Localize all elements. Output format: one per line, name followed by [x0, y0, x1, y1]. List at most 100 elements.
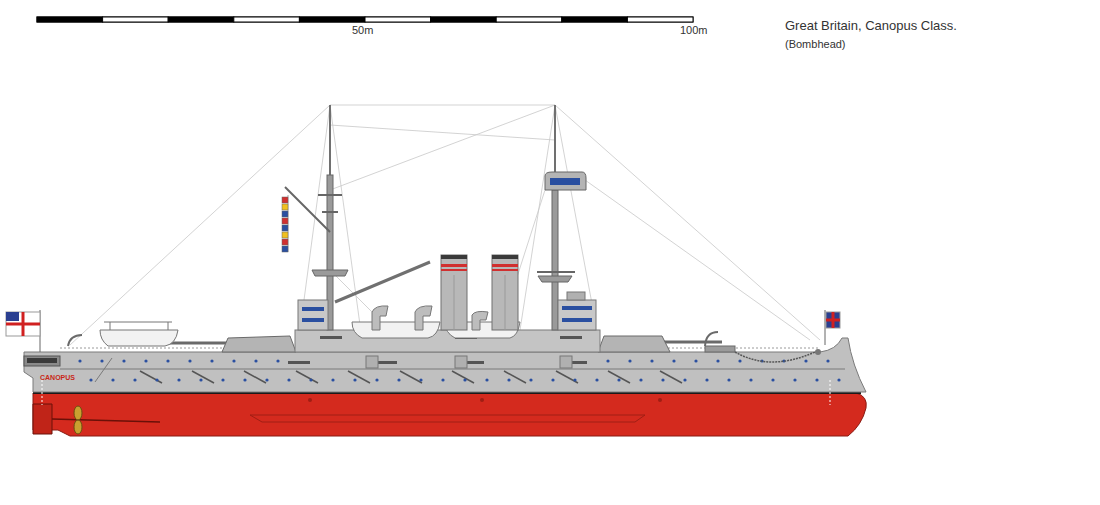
porthole: [133, 378, 136, 381]
porthole: [606, 359, 609, 362]
boat: [100, 330, 178, 346]
draft-mark: [830, 380, 831, 405]
casemate: [455, 356, 467, 368]
net-boom: [140, 371, 162, 383]
jack-cross: [832, 312, 835, 328]
bridge-windows: [562, 318, 592, 322]
ensign-cross: [22, 312, 25, 336]
net-boom: [192, 371, 214, 383]
ventilator: [415, 306, 432, 330]
porthole: [89, 378, 92, 381]
rigging-line: [555, 105, 595, 320]
porthole: [639, 378, 642, 381]
porthole: [573, 378, 576, 381]
scale-segment: [627, 17, 693, 22]
boat: [352, 322, 440, 338]
net-boom: [296, 371, 318, 383]
porthole: [485, 378, 488, 381]
scale-segment: [103, 17, 169, 22]
porthole: [463, 378, 466, 381]
union-jack: [826, 312, 840, 328]
signal-flag: [282, 239, 288, 245]
scale-segment: [496, 17, 562, 22]
signal-flag: [282, 246, 288, 252]
porthole: [628, 359, 631, 362]
scale-bar: [37, 17, 693, 22]
rigging-line: [330, 105, 555, 190]
signal-flag: [282, 232, 288, 238]
net-boom: [608, 371, 630, 383]
hull-line: [95, 358, 112, 382]
hawse-pipe: [815, 349, 821, 355]
hull-fitting: [480, 398, 484, 402]
scale-segment: [431, 17, 497, 22]
porthole: [78, 359, 81, 362]
ventilator: [472, 311, 488, 330]
porthole: [529, 378, 532, 381]
hull-fitting: [658, 398, 662, 402]
porthole: [155, 378, 158, 381]
porthole: [804, 359, 807, 362]
underwater-hull: [33, 393, 866, 436]
porthole: [826, 359, 829, 362]
scale-segment: [168, 17, 234, 22]
porthole: [595, 378, 598, 381]
porthole: [287, 378, 290, 381]
funnel: [441, 255, 467, 330]
porthole: [441, 378, 444, 381]
funnels: [441, 255, 518, 330]
stern-windows: [27, 358, 57, 363]
aft-bridge: [298, 300, 328, 330]
aft-turret: [222, 336, 296, 352]
funnel-pipe: [454, 275, 455, 330]
porthole: [837, 378, 840, 381]
ventilator: [372, 306, 388, 330]
bridge-windows: [302, 318, 324, 322]
capstan: [705, 346, 735, 352]
rudder: [33, 404, 52, 434]
porthole: [771, 378, 774, 381]
propeller: [74, 406, 82, 420]
strake-line: [60, 369, 845, 370]
porthole: [100, 359, 103, 362]
ventilator: [68, 335, 82, 346]
yard: [318, 194, 342, 196]
porthole: [551, 378, 554, 381]
signal-flag: [282, 211, 288, 217]
hull-fitting: [308, 398, 312, 402]
porthole: [353, 378, 356, 381]
porthole: [793, 378, 796, 381]
porthole: [419, 378, 422, 381]
builder-credit: (Bombhead): [785, 38, 846, 51]
porthole: [716, 359, 719, 362]
funnel: [492, 255, 518, 330]
bridge-windows: [562, 306, 592, 310]
fore-bridge: [558, 300, 596, 330]
porthole: [199, 378, 202, 381]
signal-flag: [282, 204, 288, 210]
porthole: [122, 359, 125, 362]
casemate-gun: [288, 361, 310, 364]
stern-walk: [24, 356, 60, 366]
net-boom: [244, 371, 266, 383]
porthole: [749, 378, 752, 381]
porthole: [397, 378, 400, 381]
gun-barrel: [165, 342, 228, 345]
fore-turret: [598, 336, 670, 352]
title-text: Great Britain, Canopus Class.: [785, 19, 957, 34]
porthole: [650, 359, 653, 362]
scale-segment: [37, 17, 103, 22]
rigging-line: [70, 105, 330, 345]
scale-frame: [37, 17, 693, 22]
draft-mark: [42, 380, 43, 405]
porthole: [166, 359, 169, 362]
funnel-band: [441, 264, 467, 267]
net-boom: [504, 371, 526, 383]
davit: [104, 322, 172, 323]
rigging-line: [520, 105, 555, 330]
net-boom: [556, 371, 578, 383]
bilge-keel: [250, 415, 645, 422]
porthole: [188, 359, 191, 362]
casemate: [366, 356, 378, 368]
